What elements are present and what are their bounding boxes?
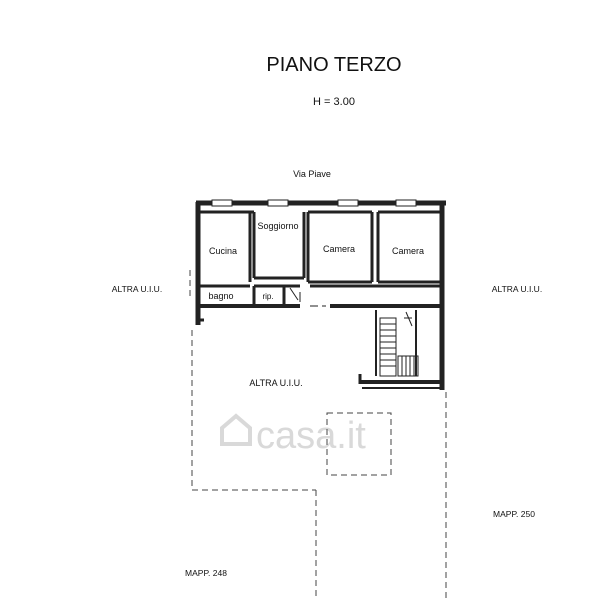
neighbor-right: ALTRA U.I.U. bbox=[492, 284, 542, 294]
plan-title: PIANO TERZO bbox=[266, 54, 401, 76]
room-soggiorno: Soggiorno bbox=[257, 221, 298, 231]
neighbor-left: ALTRA U.I.U. bbox=[112, 284, 162, 294]
doors bbox=[289, 287, 413, 327]
street-label: Via Piave bbox=[293, 169, 331, 179]
windows bbox=[211, 199, 417, 207]
interior-walls bbox=[198, 210, 442, 376]
room-bagno: bagno bbox=[208, 291, 233, 301]
height-note: H = 3.00 bbox=[313, 96, 355, 108]
watermark: casa.it bbox=[220, 413, 366, 457]
room-labels: Cucina Soggiorno Camera Camera bagno rip… bbox=[208, 221, 424, 301]
room-camera-1: Camera bbox=[323, 244, 355, 254]
room-camera-2: Camera bbox=[392, 246, 424, 256]
staircase bbox=[379, 317, 419, 377]
neighbor-lower: ALTRA U.I.U. bbox=[249, 378, 302, 388]
property-boundaries bbox=[189, 270, 447, 600]
neighbor-labels: ALTRA U.I.U. ALTRA U.I.U. ALTRA U.I.U. M… bbox=[112, 284, 542, 578]
room-ripostiglio: rip. bbox=[262, 292, 273, 301]
room-cucina: Cucina bbox=[209, 246, 237, 256]
watermark-text: casa.it bbox=[256, 415, 366, 457]
parcel-right: MAPP. 250 bbox=[493, 509, 535, 519]
parcel-bottom: MAPP. 248 bbox=[185, 568, 227, 578]
